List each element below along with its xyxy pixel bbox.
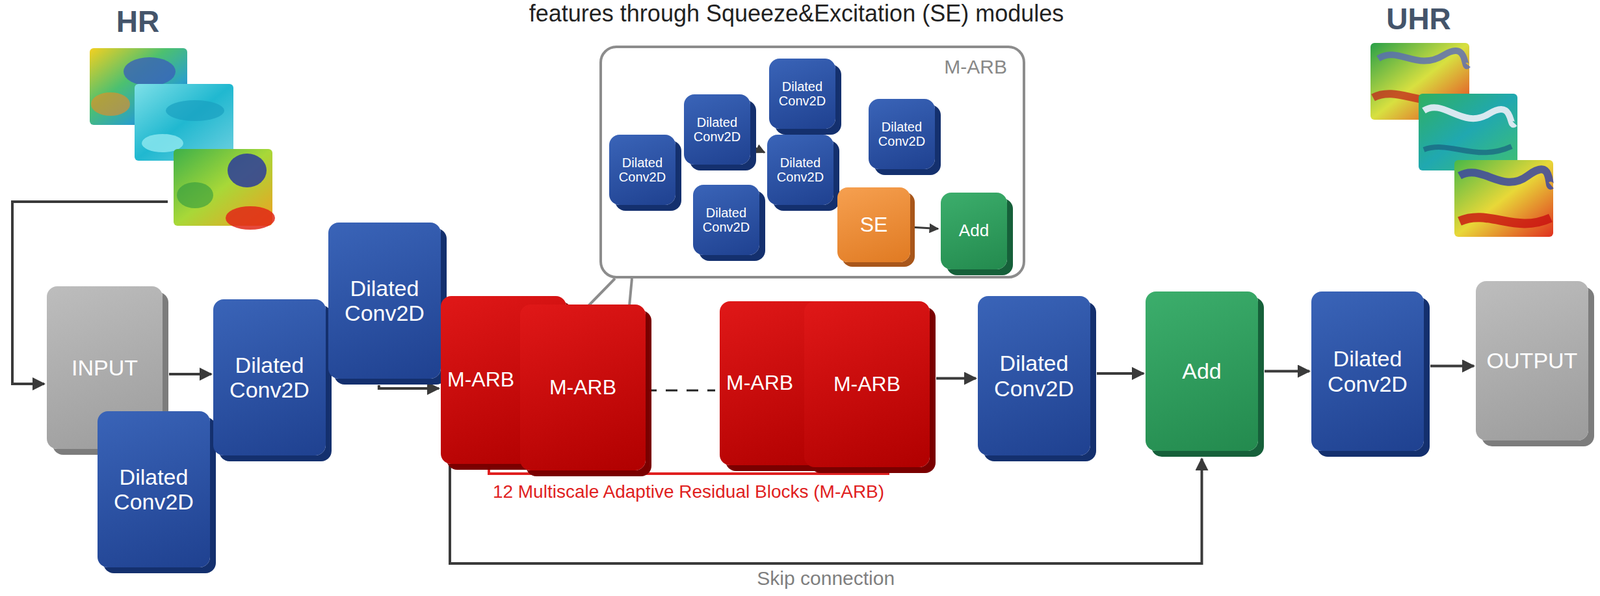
inset-heading: M-ARB xyxy=(944,55,1008,79)
conv-box: Dilated Conv2D xyxy=(97,410,210,567)
arrow xyxy=(834,195,837,197)
conv-box: Dilated Conv2D xyxy=(693,184,760,255)
conv-box: Dilated Conv2D xyxy=(683,94,751,165)
conv-box: Dilated Conv2D xyxy=(977,295,1091,456)
box-label: Dilated Conv2D xyxy=(873,119,930,149)
box-label: OUTPUT xyxy=(1486,347,1578,373)
box-label: Dilated Conv2D xyxy=(772,155,829,185)
arrow xyxy=(936,377,976,380)
input-label: HR xyxy=(116,3,160,40)
box-label: M-ARB xyxy=(447,367,515,392)
box-label: SE xyxy=(860,213,889,237)
box-label: M-ARB xyxy=(726,371,794,395)
output-label: UHR xyxy=(1386,1,1452,37)
conv-box: Dilated Conv2D xyxy=(868,98,935,170)
arrow xyxy=(1096,371,1144,375)
box-label: INPUT xyxy=(71,354,138,380)
box-label: Add xyxy=(958,221,989,240)
add-box: Add xyxy=(940,192,1008,270)
box-label: Dilated Conv2D xyxy=(774,79,831,109)
conv-box: Dilated Conv2D xyxy=(767,134,834,205)
arrow xyxy=(912,226,939,229)
arrow xyxy=(1430,364,1474,368)
box-label: Dilated Conv2D xyxy=(614,155,671,185)
box-label: Dilated Conv2D xyxy=(689,115,746,145)
block-box: M-ARB xyxy=(520,304,646,471)
box-label: Dilated Conv2D xyxy=(698,205,755,235)
box-label: M-ARB xyxy=(549,375,617,400)
box-label: Dilated Conv2D xyxy=(218,352,321,402)
conv-box: Dilated Conv2D xyxy=(769,58,836,129)
box-label: Dilated Conv2D xyxy=(102,464,205,514)
block-box: M-ARB xyxy=(804,301,930,467)
conv-box: Dilated Conv2D xyxy=(213,299,326,456)
box-label: Dilated Conv2D xyxy=(333,275,436,326)
arrow xyxy=(379,384,439,389)
arrow xyxy=(449,458,1203,564)
conv-box: Dilated Conv2D xyxy=(609,134,676,205)
box-label: M-ARB xyxy=(833,372,901,396)
arrow xyxy=(169,372,212,376)
arrow xyxy=(1264,369,1310,373)
arrow xyxy=(752,146,765,153)
box-label: Add xyxy=(1181,358,1222,383)
title: features through Squeeze&Excitation (SE)… xyxy=(529,0,1064,28)
bracket-label: 12 Multiscale Adaptive Residual Blocks (… xyxy=(492,481,885,502)
conv-box: Dilated Conv2D xyxy=(1311,291,1424,451)
se-box: SE xyxy=(837,187,911,263)
block-inset: M-ARB Dilated Conv2D Dilated Conv2D Dilated… xyxy=(599,45,1026,279)
output-box: OUTPUT xyxy=(1475,280,1589,441)
edge-label: Skip connection xyxy=(754,566,898,590)
add-box: Add xyxy=(1145,291,1259,451)
box-label: Dilated Conv2D xyxy=(983,350,1086,400)
conv-box: Dilated Conv2D xyxy=(328,222,441,379)
box-label: Dilated Conv2D xyxy=(1316,345,1419,396)
